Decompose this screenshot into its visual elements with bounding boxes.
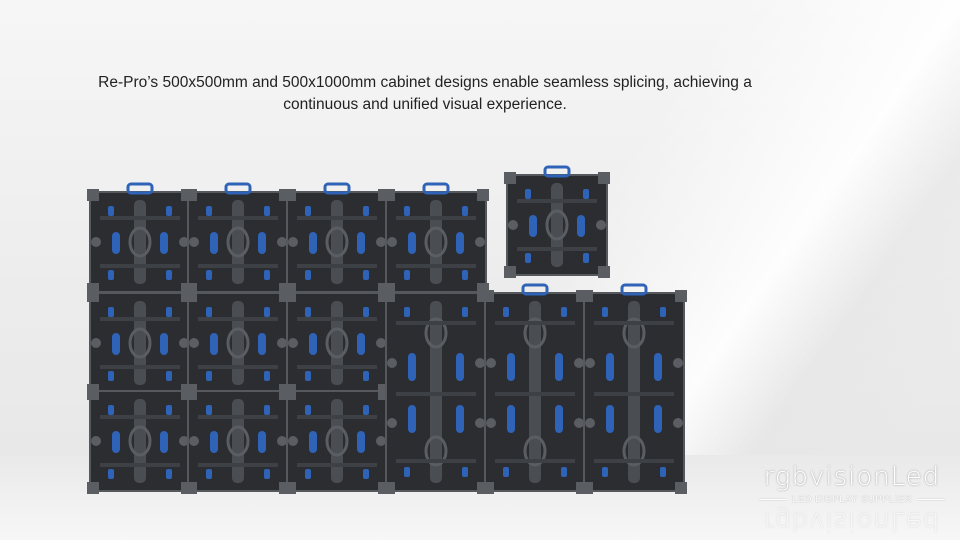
logo-wordmark-reflection: rgbvisionLed: [763, 506, 941, 536]
small-cabinet-rows-2-3: [85, 288, 392, 496]
caption-text: Re-Pro’s 500x500mm and 500x1000mm cabine…: [98, 74, 752, 113]
tall-cabinet-group: [381, 283, 689, 496]
single-small-cabinet: [502, 165, 612, 280]
logo-tagline: LED DISPLAY SUPPLIER: [791, 494, 912, 505]
brand-logo-reflection: rgbvisionLed: [752, 506, 952, 536]
logo-tagline-row: LED DISPLAY SUPPLIER: [752, 494, 952, 505]
logo-wordmark: rgbvisionLed: [763, 462, 941, 492]
tagline-rule-right: [918, 499, 944, 500]
brand-logo: rgbvisionLed LED DISPLAY SUPPLIER: [752, 462, 952, 505]
tagline-rule-left: [759, 499, 786, 500]
small-cabinet-row-1: [85, 182, 491, 297]
